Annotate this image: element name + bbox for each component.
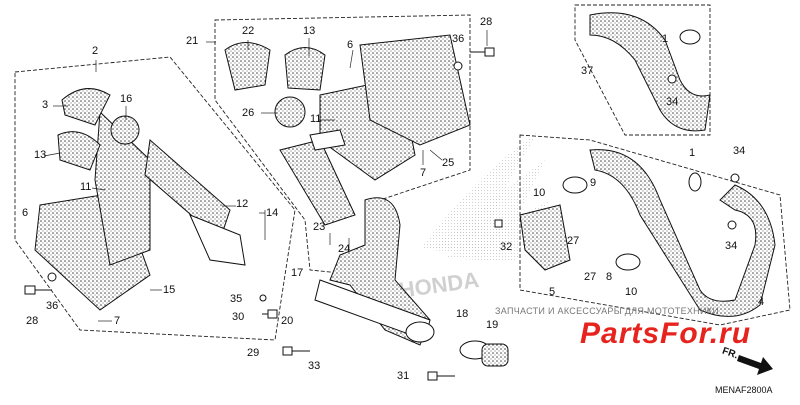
center-header-pipe [314, 197, 435, 346]
callout-6a: 6 [22, 207, 29, 219]
callout-16: 16 [120, 93, 133, 105]
callout-15: 15 [163, 284, 176, 296]
callout-1a: 1 [662, 33, 669, 45]
callout-10b: 10 [625, 286, 638, 298]
callout-21: 21 [186, 35, 199, 47]
right-group-frame [519, 4, 791, 326]
callout-8: 8 [606, 271, 613, 283]
right-exhaust-pipe [459, 12, 776, 367]
callout-19: 19 [486, 319, 499, 331]
callout-11a: 11 [80, 181, 92, 193]
callout-28a: 28 [26, 315, 39, 327]
callout-32: 32 [500, 241, 513, 253]
callout-34a: 34 [666, 96, 679, 108]
leader-lines [43, 30, 488, 322]
callout-20: 20 [281, 315, 294, 327]
callout-29: 29 [247, 347, 260, 359]
left-muffler [34, 88, 246, 311]
callout-36a: 36 [46, 300, 59, 312]
callout-25: 25 [442, 157, 455, 169]
callout-27a: 27 [567, 235, 580, 247]
callout-27b: 27 [584, 271, 597, 283]
left-group-frame [14, 56, 296, 341]
callout-6b: 6 [347, 39, 354, 51]
callout-30: 30 [232, 311, 245, 323]
callout-11b: 11 [310, 113, 322, 125]
callout-22: 22 [242, 25, 255, 37]
callout-12: 12 [236, 198, 249, 210]
callout-34c: 34 [725, 240, 738, 252]
callout-10a: 10 [533, 187, 546, 199]
callout-37: 37 [581, 65, 594, 77]
callout-13a: 13 [34, 149, 47, 161]
callout-17: 17 [291, 267, 304, 279]
callout-2: 2 [92, 45, 99, 57]
callout-1b: 1 [689, 147, 696, 159]
callout-4: 4 [758, 296, 765, 308]
callout-35: 35 [230, 293, 243, 305]
callout-3: 3 [42, 99, 49, 111]
callout-28b: 28 [480, 16, 493, 28]
brand-logo-text: PartsFor.ru [580, 317, 752, 350]
callout-23: 23 [313, 221, 326, 233]
front-arrow-icon [737, 355, 773, 375]
callout-31: 31 [397, 370, 410, 382]
callout-7b: 7 [420, 167, 427, 179]
callout-5: 5 [549, 286, 556, 298]
callout-14: 14 [266, 207, 279, 219]
callout-7a: 7 [114, 315, 121, 327]
callout-26: 26 [242, 107, 255, 119]
callout-36b: 36 [452, 33, 465, 45]
center-muffler [224, 34, 471, 226]
diagram-code: MENAF2800A [715, 385, 773, 395]
callout-13b: 13 [303, 25, 316, 37]
callout-34b: 34 [733, 145, 746, 157]
bolts [24, 47, 740, 381]
callout-33: 33 [308, 360, 321, 372]
watermark-text: ЗАПЧАСТИ И АКСЕССУАРЫ ДЛЯ МОТОТЕХНИКИ [495, 306, 720, 316]
callout-24: 24 [338, 243, 351, 255]
callout-9: 9 [590, 177, 597, 189]
callout-18: 18 [456, 308, 469, 320]
